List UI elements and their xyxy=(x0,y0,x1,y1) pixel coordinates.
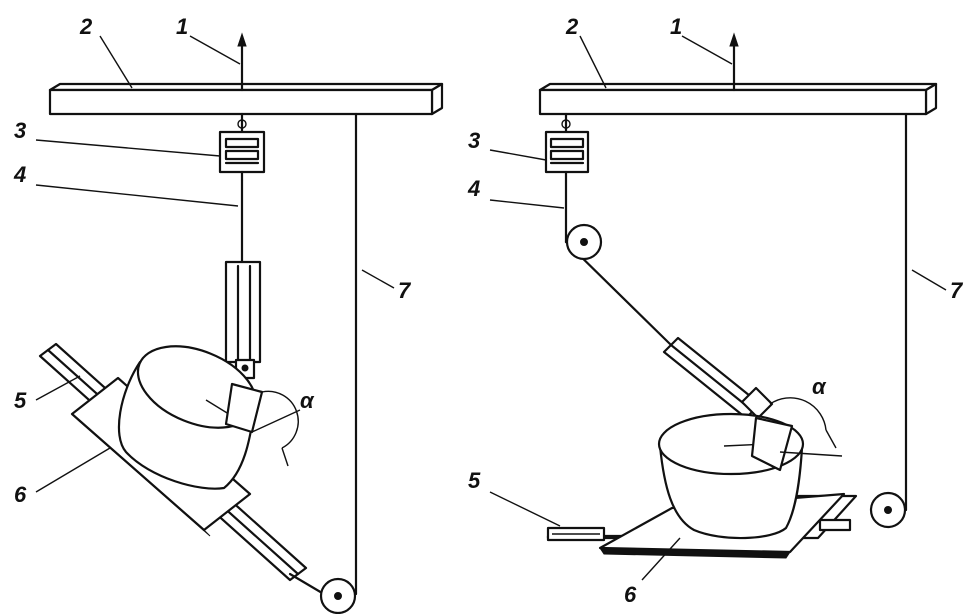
right-label-7: 7 xyxy=(950,278,964,303)
right-slider xyxy=(546,526,606,542)
right-label-4: 4 xyxy=(467,176,480,201)
left-label-2: 2 xyxy=(79,14,93,39)
left-pot xyxy=(117,345,264,490)
left-cable xyxy=(288,112,358,602)
left-label-3: 3 xyxy=(14,118,26,143)
right-labels: 2 1 3 4 5 6 7 α xyxy=(467,14,964,607)
left-handle-grip xyxy=(224,260,262,380)
right-handle-grip xyxy=(662,336,774,420)
left-labels: 2 1 3 4 5 6 7 α xyxy=(13,14,412,507)
left-force-arrow xyxy=(237,32,247,92)
right-label-2: 2 xyxy=(565,14,579,39)
right-dynamometer xyxy=(544,112,590,174)
right-crossbeam xyxy=(538,82,938,116)
left-pulley xyxy=(319,577,357,614)
left-leader-lines xyxy=(35,35,395,493)
left-label-4: 4 xyxy=(13,162,26,187)
right-pot xyxy=(657,412,805,540)
right-leader-lines xyxy=(489,35,947,581)
right-force-arrow xyxy=(729,32,739,92)
left-figure: 2 1 3 4 5 6 7 α xyxy=(13,14,444,614)
right-lower-pulley xyxy=(869,491,907,529)
left-label-1: 1 xyxy=(176,14,188,39)
right-label-1: 1 xyxy=(670,14,682,39)
right-angle-alpha xyxy=(769,397,843,457)
left-label-7: 7 xyxy=(398,278,412,303)
right-upper-pulley xyxy=(565,223,603,261)
left-crossbeam xyxy=(48,82,444,116)
right-label-3: 3 xyxy=(468,128,480,153)
right-label-alpha: α xyxy=(812,374,827,399)
left-dynamometer xyxy=(218,112,266,182)
left-label-5: 5 xyxy=(14,388,27,413)
left-label-6: 6 xyxy=(14,482,27,507)
right-label-5: 5 xyxy=(468,468,481,493)
right-figure: 2 1 3 4 5 6 7 α xyxy=(467,14,964,607)
left-angle-alpha xyxy=(251,390,301,467)
left-label-alpha: α xyxy=(300,388,315,413)
right-label-6: 6 xyxy=(624,582,637,607)
